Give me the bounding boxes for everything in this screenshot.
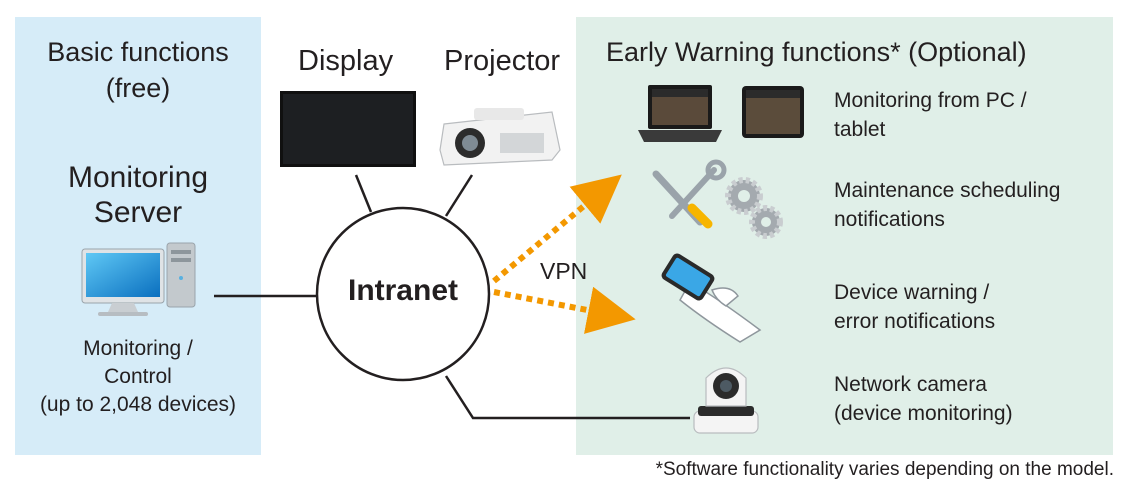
display-link-line (354, 174, 373, 213)
intranet-label: Intranet (347, 274, 458, 307)
monitoring-server-label: Monitoring Server (15, 160, 261, 230)
feature-line1: Maintenance scheduling (834, 179, 1061, 202)
feature-line1: Device warning / (834, 281, 990, 304)
server-label-line2: Server (93, 196, 183, 229)
feature-line2: notifications (834, 208, 945, 231)
basic-functions-panel (15, 17, 261, 455)
vpn-label: VPN (540, 258, 588, 284)
laptop-tablet-icon (638, 85, 804, 142)
camera-link-line (444, 375, 690, 420)
projector-label: Projector (444, 45, 561, 77)
display-icon (280, 91, 416, 167)
intranet-circle (315, 206, 491, 382)
feature-line2: (device monitoring) (834, 402, 1013, 425)
server-label-line1: Monitoring (67, 161, 209, 194)
monitoring-line2: Control (104, 365, 172, 388)
vpn-arrow-lower (493, 286, 636, 334)
desktop-pc-icon (81, 242, 196, 316)
monitoring-control-label: Monitoring / Control (up to 2,048 device… (15, 335, 261, 419)
basic-functions-title: Basic functions (free) (15, 34, 261, 106)
projector-link-line (444, 174, 474, 217)
feature-line2: error notifications (834, 310, 996, 333)
feature-pc-tablet: Monitoring from PC / tablet (834, 86, 1027, 144)
feature-maintenance: Maintenance scheduling notifications (834, 176, 1061, 234)
ptz-camera-icon (693, 367, 759, 434)
feature-line1: Monitoring from PC / (834, 89, 1027, 112)
basic-title-line1: Basic functions (47, 37, 229, 67)
projector-icon (439, 108, 561, 166)
footnote: *Software functionality varies depending… (655, 459, 1114, 480)
monitoring-line1: Monitoring / (83, 337, 193, 360)
feature-device-warning: Device warning / error notifications (834, 278, 995, 336)
smartphone-icon (661, 253, 762, 343)
feature-line1: Network camera (834, 373, 987, 396)
basic-title-line2: (free) (105, 73, 171, 103)
tools-gears-icon (652, 159, 783, 239)
display-label: Display (298, 45, 394, 77)
feature-network-camera: Network camera (device monitoring) (834, 370, 1013, 428)
early-warning-title: Early Warning functions* (Optional) (606, 37, 1027, 67)
monitoring-line3: (up to 2,048 devices) (39, 393, 237, 416)
vpn-arrow-upper (492, 174, 622, 284)
feature-line2: tablet (834, 118, 886, 141)
